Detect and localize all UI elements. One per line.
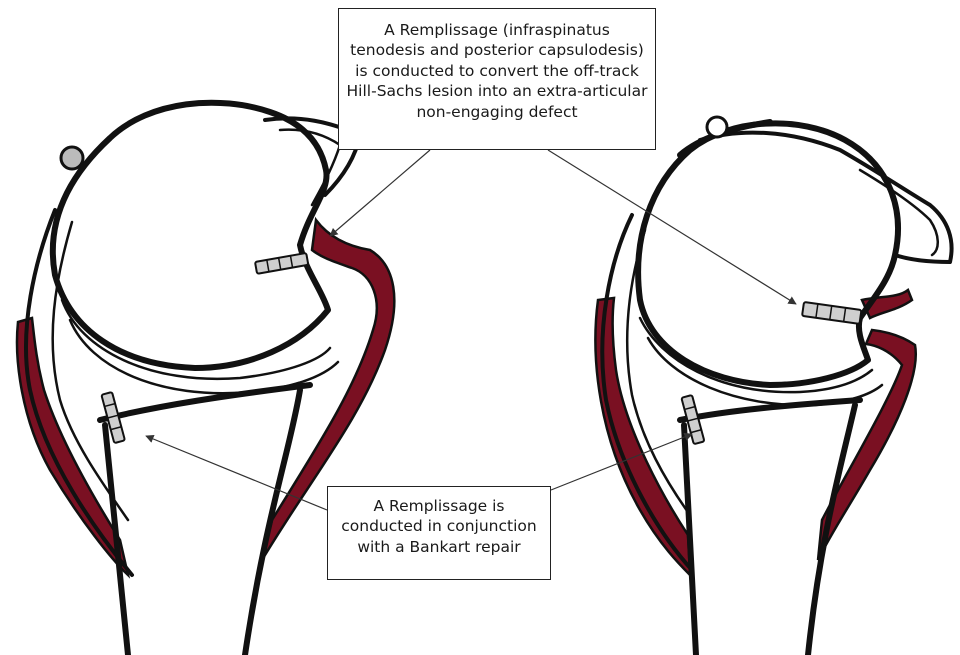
right-posterior-muscle-band	[818, 290, 916, 560]
right-anterior-muscle-band	[595, 298, 690, 575]
left-neck-right	[245, 390, 300, 655]
left-humeral-head	[53, 103, 328, 368]
left-remplissage-anchor	[255, 253, 308, 274]
right-acromion	[700, 133, 952, 262]
right-remplissage-anchor	[802, 302, 861, 324]
right-shoulder-figure	[595, 117, 951, 655]
left-coracoid-node	[61, 147, 83, 169]
left-capsule-line-2	[70, 320, 338, 393]
arrow-top-to-left-anchor	[330, 150, 430, 236]
left-glenoid-rim	[100, 385, 310, 420]
callout-remplissage-description: A Remplissage (infraspinatus tenodesis a…	[338, 8, 656, 150]
left-anterior-muscle-band	[17, 318, 128, 575]
right-coracoid-node	[707, 117, 727, 137]
callout-bankart-combination: A Remplissage is conducted in conjunctio…	[327, 486, 551, 580]
